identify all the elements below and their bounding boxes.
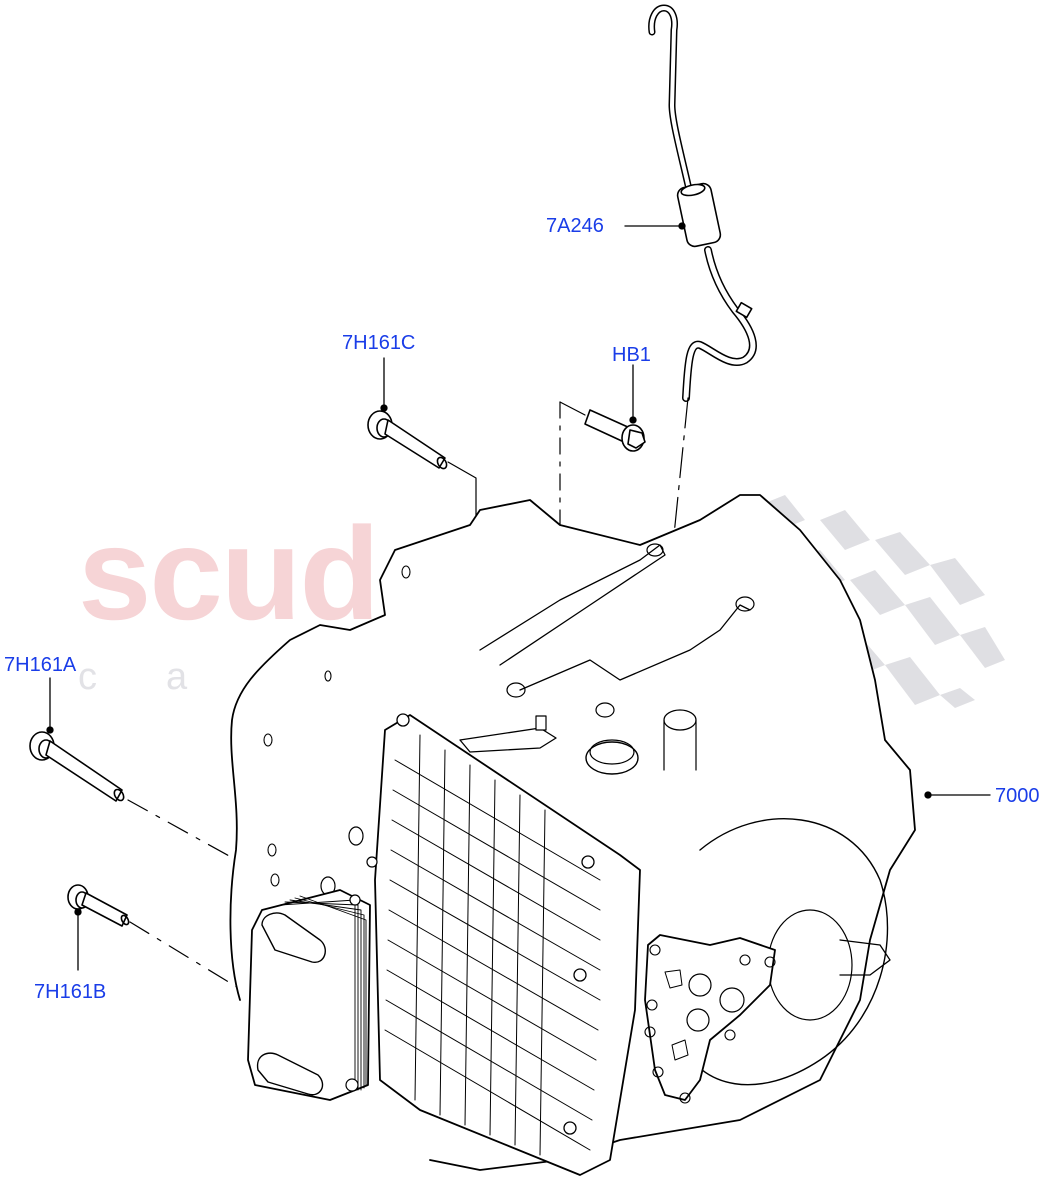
callout-HB1[interactable]: HB1 bbox=[612, 344, 651, 366]
valve-body-plate-drawing bbox=[644, 934, 776, 1104]
bolt-7H161B-drawing bbox=[67, 884, 251, 996]
callout-7000[interactable]: 7000 bbox=[995, 785, 1040, 807]
breather-tube-drawing bbox=[648, 4, 757, 771]
bolt-7H161A-drawing bbox=[29, 731, 241, 863]
bolt-7H161C-drawing bbox=[367, 410, 477, 526]
oil-pan-drawing bbox=[366, 713, 641, 1176]
callout-7A246[interactable]: 7A246 bbox=[546, 215, 604, 237]
callout-7H161B[interactable]: 7H161B bbox=[34, 981, 107, 1003]
callout-7H161C[interactable]: 7H161C bbox=[342, 332, 416, 354]
oil-cooler-drawing bbox=[247, 889, 371, 1101]
bolt-HB1-drawing bbox=[559, 401, 646, 531]
leader-lines bbox=[46, 222, 991, 971]
callout-7H161A[interactable]: 7H161A bbox=[4, 654, 77, 676]
